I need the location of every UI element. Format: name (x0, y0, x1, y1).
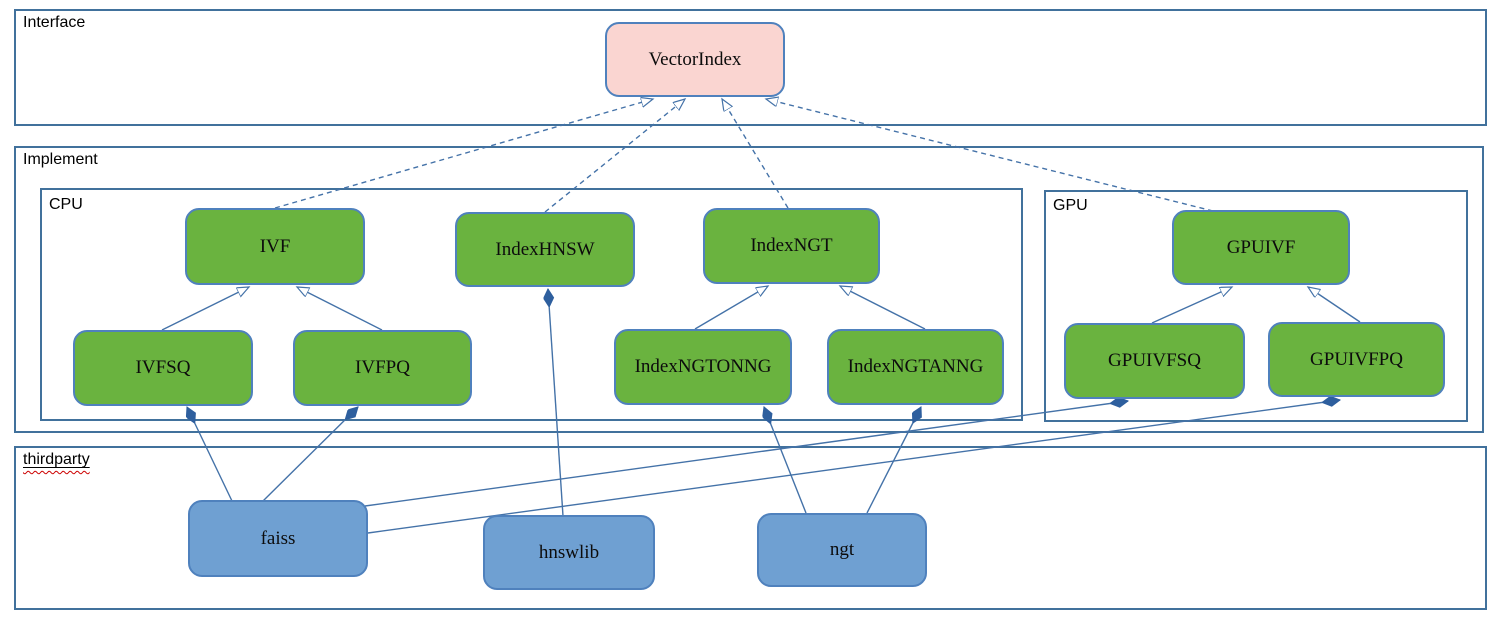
node-hnswlib: hnswlib (483, 515, 655, 590)
node-faiss: faiss (188, 500, 368, 577)
node-ngt: ngt (757, 513, 927, 587)
node-gpuivfsq: GPUIVFSQ (1064, 323, 1245, 399)
node-indexngtanng: IndexNGTANNG (827, 329, 1004, 405)
node-indexngt: IndexNGT (703, 208, 880, 284)
node-indexngtonng: IndexNGTONNG (614, 329, 792, 405)
node-gpuivfpq: GPUIVFPQ (1268, 322, 1445, 397)
thirdparty-label-text: thirdparty (23, 451, 90, 468)
node-gpuivf: GPUIVF (1172, 210, 1350, 285)
node-ivfpq: IVFPQ (293, 330, 472, 406)
node-ivf: IVF (185, 208, 365, 285)
container-implement-label: Implement (23, 151, 98, 168)
node-vectorindex: VectorIndex (605, 22, 785, 97)
container-interface-label: Interface (23, 14, 86, 31)
container-thirdparty-label: thirdparty (23, 451, 90, 469)
container-cpu-label: CPU (49, 196, 83, 213)
container-gpu-label: GPU (1053, 197, 1088, 214)
node-ivfsq: IVFSQ (73, 330, 253, 406)
node-indexhnsw: IndexHNSW (455, 212, 635, 287)
